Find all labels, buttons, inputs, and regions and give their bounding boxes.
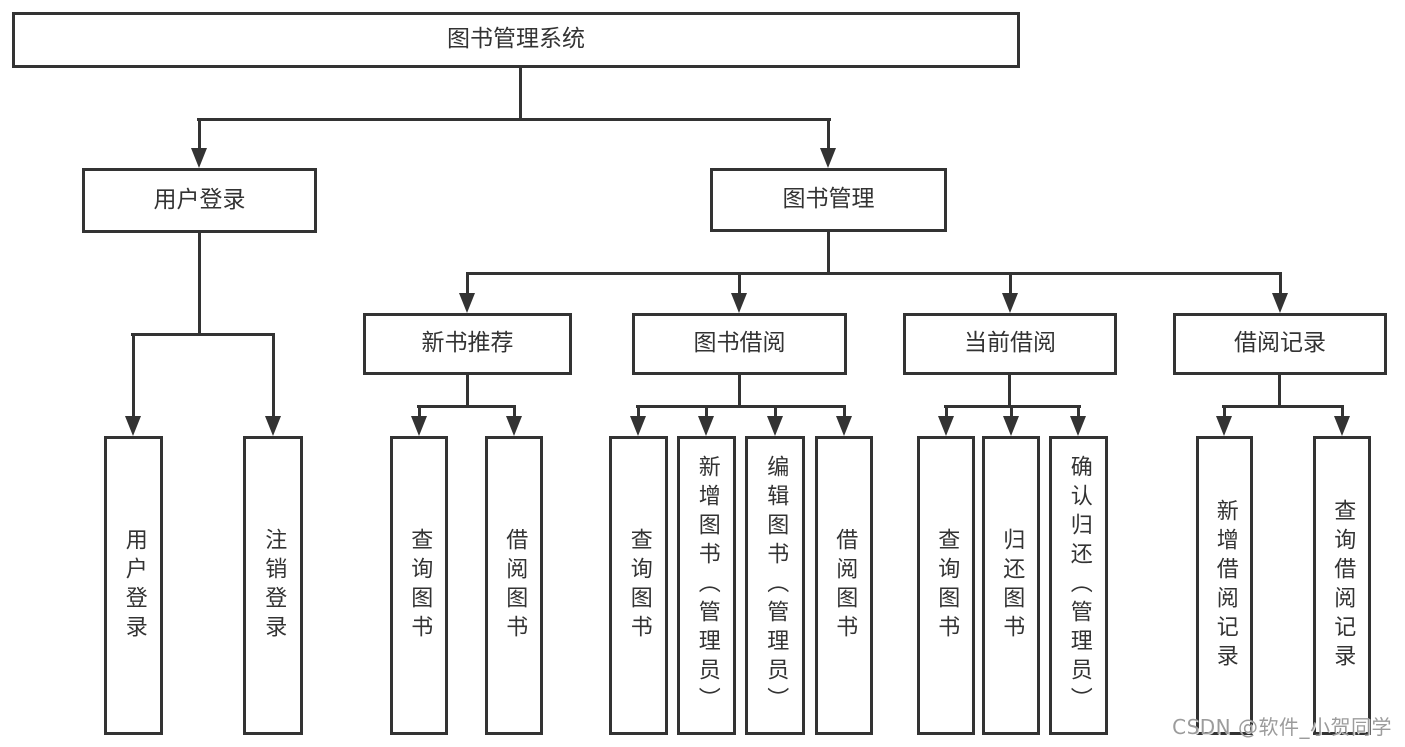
arrow-down-icon xyxy=(820,148,836,168)
arrow-down-icon xyxy=(265,416,281,436)
connector-line xyxy=(1279,272,1282,295)
node-user-login-label: 用户登录 xyxy=(153,186,246,213)
arrow-down-icon xyxy=(1272,293,1288,313)
arrow-down-icon xyxy=(411,416,427,436)
connector-line xyxy=(132,333,135,418)
leaf-user-login-label: 用户登录 xyxy=(121,527,147,644)
arrow-down-icon xyxy=(1070,416,1086,436)
connector-line xyxy=(1008,375,1011,407)
leaf-query-borrow-record-label: 查询借阅记录 xyxy=(1330,498,1356,673)
connector-line xyxy=(418,405,421,418)
connector-line xyxy=(1222,405,1344,408)
leaf-edit-books-admin: 编辑图书（管理员） xyxy=(745,436,805,735)
leaf-logout-label: 注销登录 xyxy=(261,527,287,644)
leaf-query-borrow-record: 查询借阅记录 xyxy=(1313,436,1371,735)
leaf-query-books-current-label: 查询图书 xyxy=(934,527,960,644)
leaf-confirm-return-admin-label: 确认归还（管理员） xyxy=(1066,455,1092,716)
arrow-down-icon xyxy=(191,148,207,168)
connector-line xyxy=(705,405,708,418)
leaf-query-books-current: 查询图书 xyxy=(917,436,975,735)
watermark: CSDN @软件_小贺同学 xyxy=(1172,715,1392,739)
connector-line xyxy=(519,68,522,118)
connector-line xyxy=(1278,375,1281,407)
node-root-label: 图书管理系统 xyxy=(447,26,585,53)
connector-line xyxy=(466,272,469,295)
connector-line xyxy=(1341,405,1344,418)
connector-line xyxy=(738,272,741,295)
arrow-down-icon xyxy=(125,416,141,436)
connector-line xyxy=(131,333,275,336)
connector-line xyxy=(827,118,830,150)
connector-line xyxy=(513,405,516,418)
arrow-down-icon xyxy=(767,416,783,436)
arrow-down-icon xyxy=(1002,293,1018,313)
connector-line xyxy=(774,405,777,418)
arrow-down-icon xyxy=(459,293,475,313)
connector-line xyxy=(417,405,516,408)
connector-line xyxy=(636,405,846,408)
arrow-down-icon xyxy=(938,416,954,436)
connector-line xyxy=(1010,405,1013,418)
node-book-management: 图书管理 xyxy=(710,168,947,232)
leaf-query-books-recommend: 查询图书 xyxy=(390,436,448,735)
node-book-borrowing: 图书借阅 xyxy=(632,313,847,375)
node-root: 图书管理系统 xyxy=(12,12,1020,68)
leaf-user-login: 用户登录 xyxy=(104,436,163,735)
leaf-borrow-books-borrowing-label: 借阅图书 xyxy=(832,527,858,644)
leaf-edit-books-admin-label: 编辑图书（管理员） xyxy=(763,455,789,716)
arrow-down-icon xyxy=(1334,416,1350,436)
leaf-query-books-recommend-label: 查询图书 xyxy=(407,527,433,644)
connector-line xyxy=(466,375,469,407)
connector-line xyxy=(197,118,831,121)
node-borrow-records: 借阅记录 xyxy=(1173,313,1387,375)
leaf-query-books-borrowing: 查询图书 xyxy=(609,436,668,735)
leaf-confirm-return-admin: 确认归还（管理员） xyxy=(1049,436,1108,735)
leaf-add-borrow-record-label: 新增借阅记录 xyxy=(1212,498,1238,673)
node-book-borrowing-label: 图书借阅 xyxy=(693,330,786,357)
connector-line xyxy=(1223,405,1226,418)
node-new-book-recommend: 新书推荐 xyxy=(363,313,572,375)
leaf-logout: 注销登录 xyxy=(243,436,303,735)
connector-line xyxy=(1077,405,1080,418)
arrow-down-icon xyxy=(630,416,646,436)
connector-line xyxy=(738,374,741,407)
node-current-borrowing: 当前借阅 xyxy=(903,313,1117,375)
leaf-return-books-label: 归还图书 xyxy=(999,527,1025,644)
leaf-add-borrow-record: 新增借阅记录 xyxy=(1196,436,1253,735)
leaf-add-books-admin-label: 新增图书（管理员） xyxy=(694,455,720,716)
leaf-borrow-books-recommend-label: 借阅图书 xyxy=(502,527,528,644)
connector-line xyxy=(827,232,830,275)
arrow-down-icon xyxy=(698,416,714,436)
connector-line xyxy=(466,272,1282,275)
connector-line xyxy=(1009,272,1012,295)
node-borrow-records-label: 借阅记录 xyxy=(1234,330,1326,357)
leaf-borrow-books-recommend: 借阅图书 xyxy=(485,436,543,735)
connector-line xyxy=(843,405,846,418)
leaf-add-books-admin: 新增图书（管理员） xyxy=(677,436,736,735)
arrow-down-icon xyxy=(731,293,747,313)
connector-line xyxy=(198,118,201,150)
connector-line xyxy=(198,233,201,336)
leaf-query-books-borrowing-label: 查询图书 xyxy=(626,527,652,644)
connector-line xyxy=(637,405,640,418)
arrow-down-icon xyxy=(836,416,852,436)
connector-line xyxy=(272,333,275,418)
node-new-book-recommend-label: 新书推荐 xyxy=(421,330,514,357)
node-book-management-label: 图书管理 xyxy=(782,186,875,213)
node-current-borrowing-label: 当前借阅 xyxy=(964,330,1056,357)
node-user-login: 用户登录 xyxy=(82,168,317,233)
arrow-down-icon xyxy=(506,416,522,436)
leaf-return-books: 归还图书 xyxy=(982,436,1040,735)
arrow-down-icon xyxy=(1216,416,1232,436)
leaf-borrow-books-borrowing: 借阅图书 xyxy=(815,436,873,735)
connector-line xyxy=(945,405,948,418)
arrow-down-icon xyxy=(1003,416,1019,436)
